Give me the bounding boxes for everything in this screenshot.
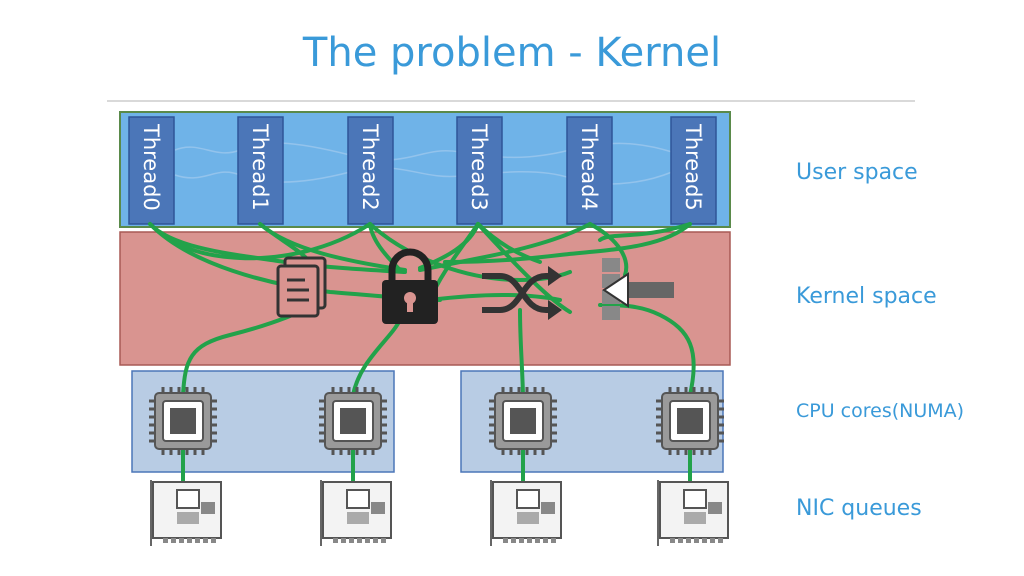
thread-label: Thread5 [681, 123, 705, 211]
cpu-chip-icon [656, 387, 724, 455]
cpu-chip-icon [149, 387, 217, 455]
thread-1: Thread1 [237, 116, 284, 225]
title-divider [107, 100, 915, 102]
queue-icon [602, 258, 674, 320]
thread-label: Thread0 [139, 123, 163, 211]
label-user-space: User space [796, 160, 918, 185]
cpu-chip-icon [319, 387, 387, 455]
cpu-cores [149, 387, 724, 455]
label-nic-queues: NIC queues [796, 496, 922, 521]
thread-2: Thread2 [347, 116, 394, 225]
nic-card-icon [657, 480, 729, 546]
thread-4: Thread4 [566, 116, 613, 225]
label-kernel-space: Kernel space [796, 284, 937, 309]
nic-card-icon [490, 480, 562, 546]
nic-card-icon [320, 480, 392, 546]
cpu-chip-icon [489, 387, 557, 455]
thread-label: Thread4 [577, 123, 601, 211]
thread-group: Thread0 Thread1 Thread2 Thread3 Thread4 Threa… [128, 116, 717, 225]
thread-5: Thread5 [670, 116, 717, 225]
user-space-band [119, 111, 731, 228]
thread-3: Thread3 [456, 116, 503, 225]
lock-icon [382, 248, 438, 324]
label-cpu-cores: CPU cores(NUMA) [796, 400, 965, 422]
thread-label: Thread1 [248, 123, 272, 211]
nic-card-icon [150, 480, 222, 546]
thread-label: Thread3 [467, 123, 491, 211]
thread-0: Thread0 [128, 116, 175, 225]
nic-queues [150, 480, 729, 546]
document-icon [276, 256, 327, 318]
slide-title: The problem - Kernel [302, 30, 722, 76]
shuffle-icon [482, 266, 562, 320]
thread-label: Thread2 [358, 123, 382, 211]
